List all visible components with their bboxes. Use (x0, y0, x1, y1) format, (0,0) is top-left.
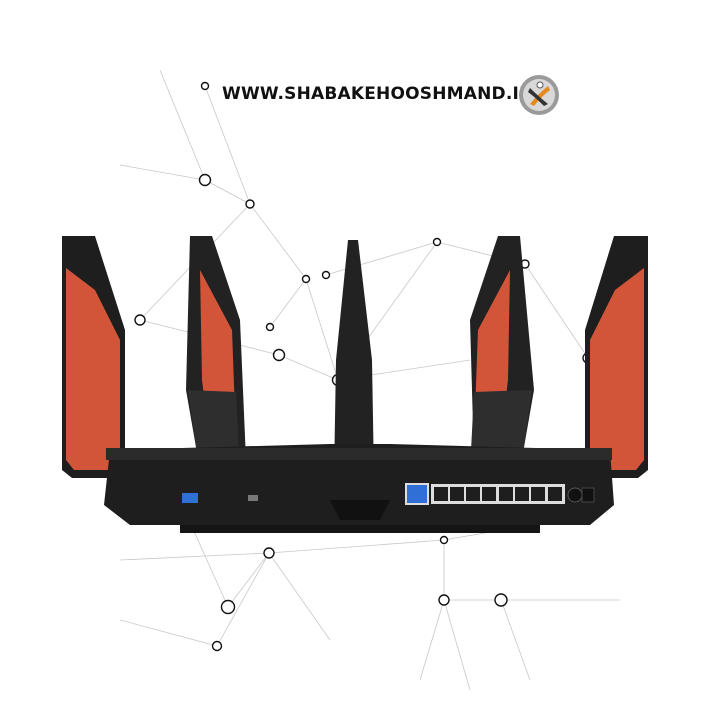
antenna-left-inner (186, 236, 246, 475)
ethernet-ports (405, 483, 595, 505)
antenna-left-outer (62, 236, 125, 478)
antenna-right-outer (585, 236, 648, 478)
router-body (104, 444, 614, 533)
antenna-center (334, 240, 374, 478)
site-url: WWW.SHABAKEHOOSHMAND.IR (222, 84, 533, 104)
shabakehooshmand-logo-icon (519, 75, 559, 115)
antenna-right-inner (470, 236, 534, 475)
usb-port (182, 493, 198, 503)
usb-c-port (248, 495, 258, 501)
